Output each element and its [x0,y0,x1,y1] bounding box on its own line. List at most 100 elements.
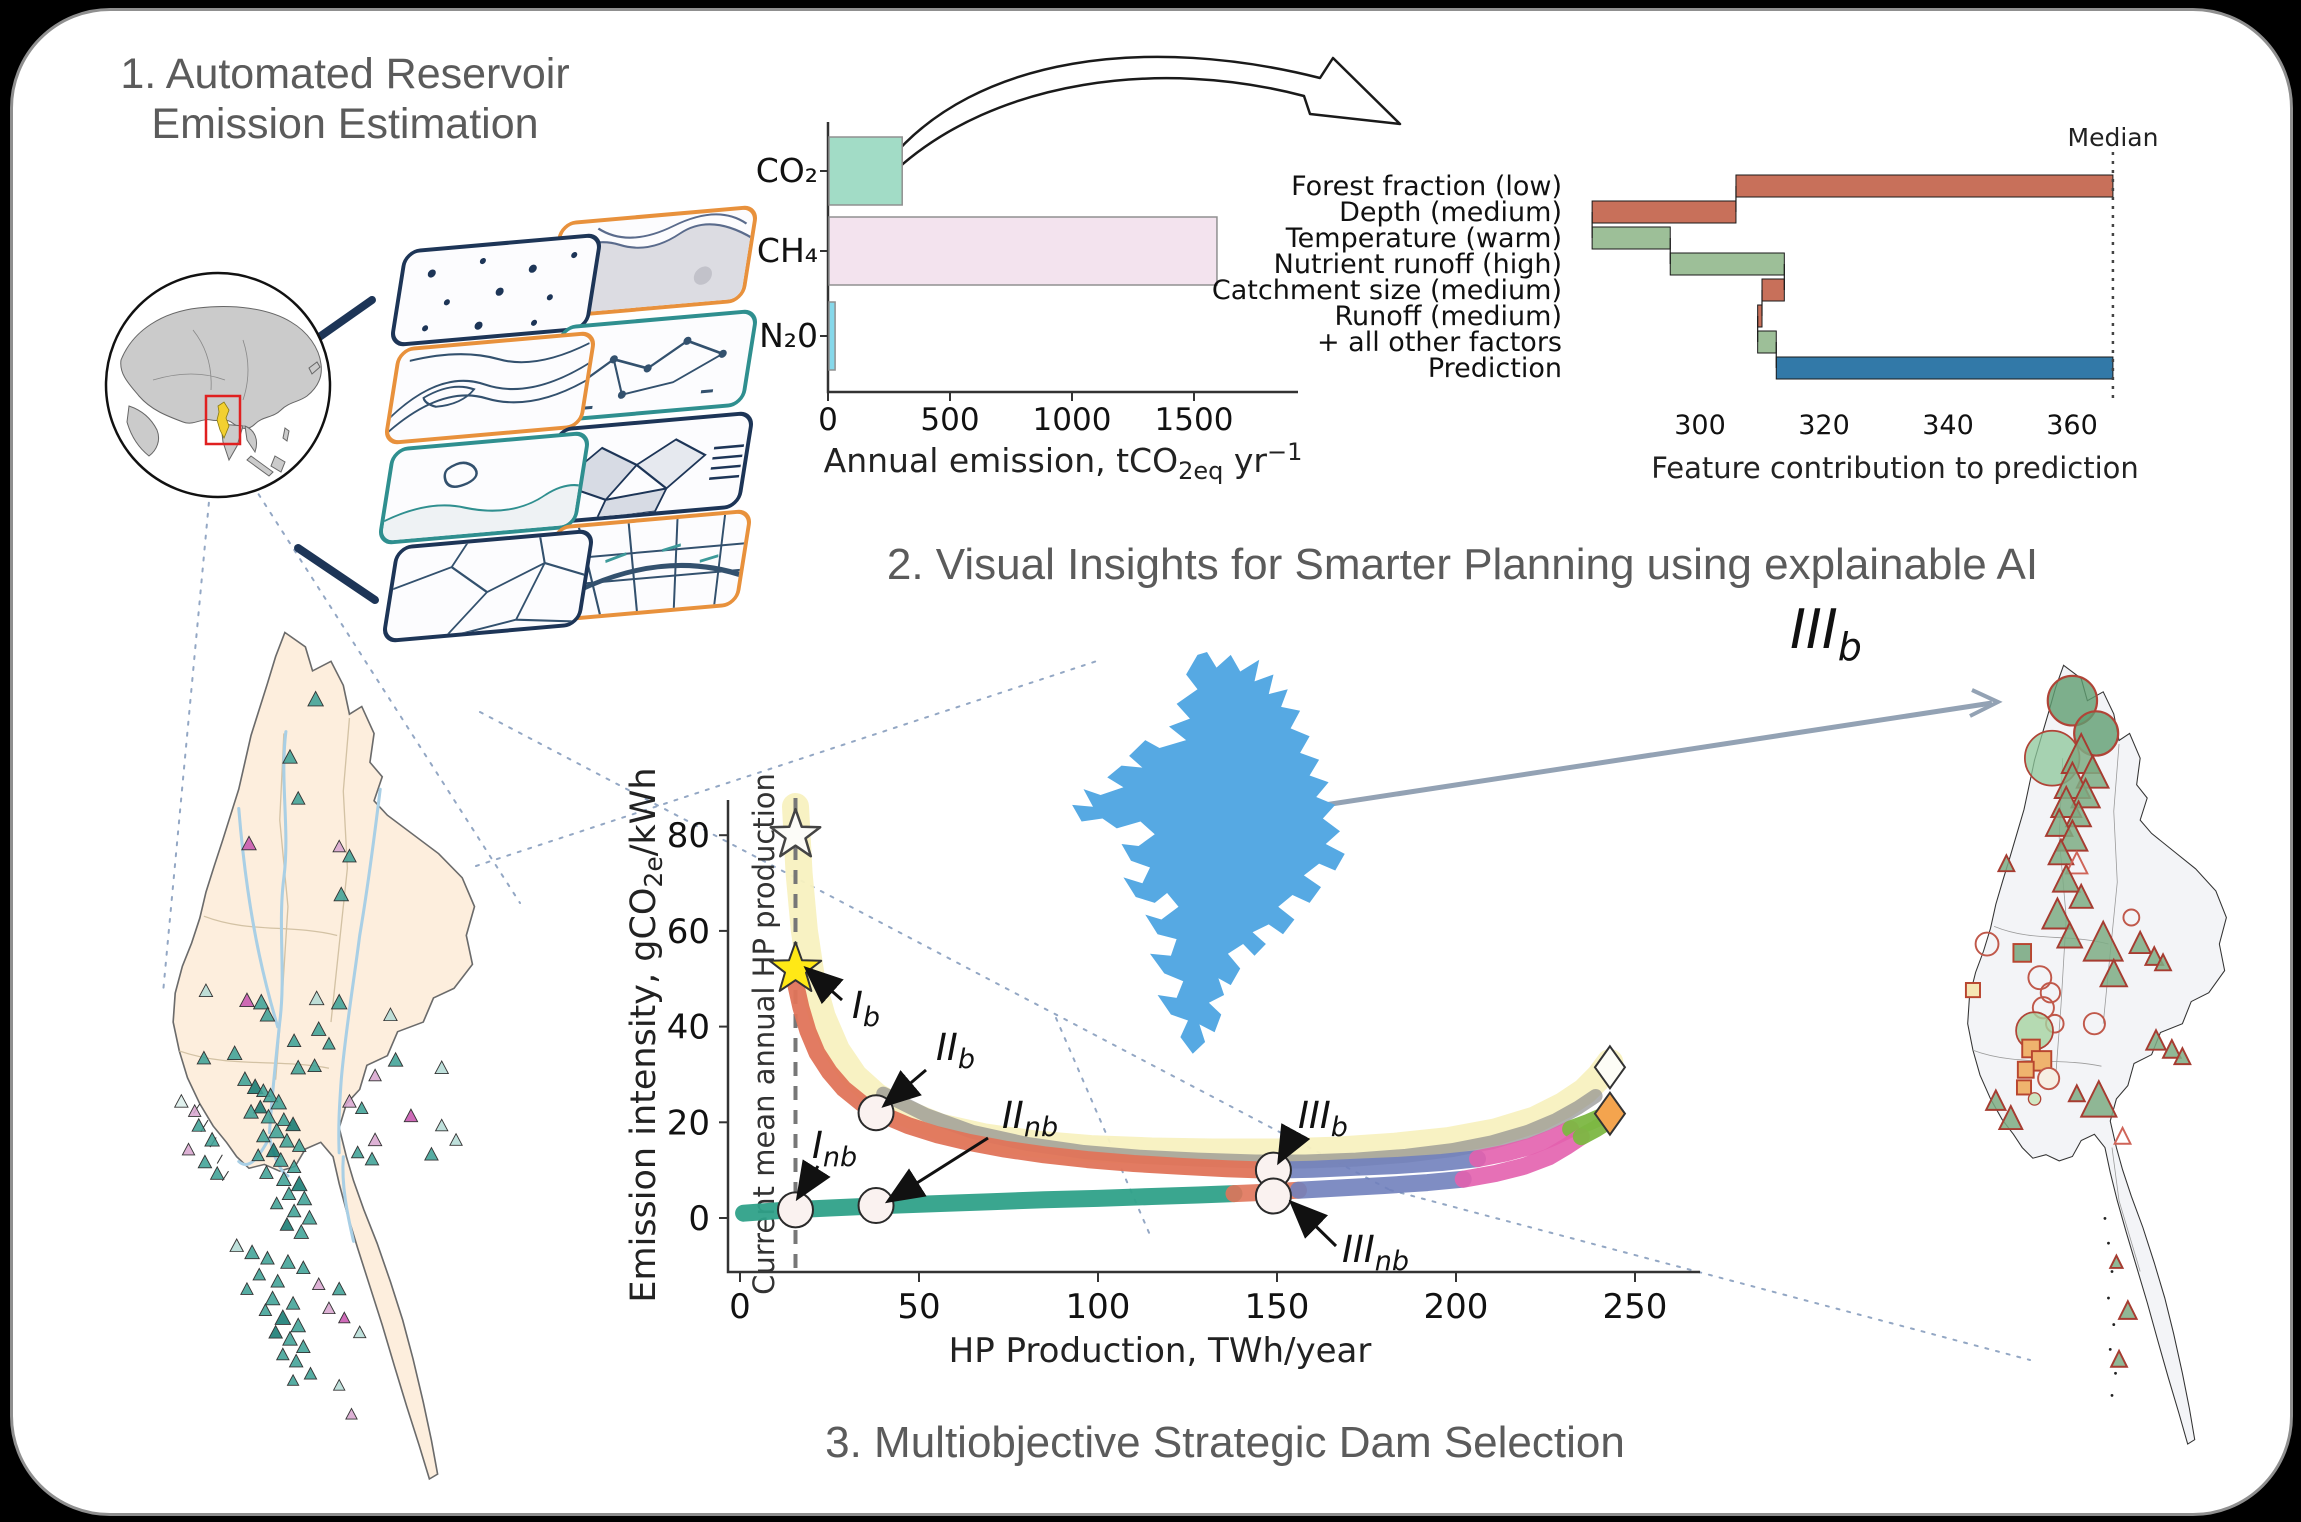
right-map-island [2103,1216,2107,1220]
section-1-title: 1. Automated Reservoir Emission Estimati… [105,50,585,150]
left-map-dam-marker [307,690,325,707]
status-quo-star [769,807,822,858]
right-map-marker-tri [2040,896,2074,930]
stack-connector-line [294,544,379,604]
right-map-marker-tri [2082,919,2125,962]
contribution-row-label: + all other factors [1317,327,1562,358]
left-map-dam-marker [229,1238,245,1252]
left-map-dam-marker [331,1281,347,1296]
left-dam-map [172,631,476,1481]
left-map-dam-marker [246,1078,264,1095]
pareto-xtick-label: 250 [1603,1287,1668,1327]
right-map-marker-circo [2027,965,2053,991]
right-map-island [2107,1241,2110,1245]
left-map-dam-marker [276,1112,292,1126]
left-map-dam-marker [274,1309,292,1325]
annotation-sub: b [1331,1112,1348,1143]
globe-icon [104,271,332,499]
right-map-marker-tri [2144,1028,2168,1051]
contribution-xtick-label: 300 [1674,410,1726,441]
layer-tile-contours [382,330,598,446]
left-map-coast-mark [216,1154,223,1164]
emission-category-label: CO₂ [756,151,818,190]
portfolio-circle-II_nb [857,1187,895,1225]
left-map-dam-marker [259,1006,276,1022]
left-map-dam-marker [243,1103,259,1119]
left-map-dam-marker [279,1216,295,1231]
right-map-marker-tri [2109,1348,2129,1368]
emission-bar-1 [828,216,1218,286]
section-1-title-line2: Emission Estimation [151,99,539,148]
left-map-dam-marker [303,1366,318,1380]
left-map-dam-marker [345,1407,358,1420]
pareto-xtick-label: 100 [1066,1287,1131,1327]
right-map-marker-circo [2122,908,2141,927]
curved-flow-arrow [886,55,1402,172]
annotation-sub: b [863,1002,880,1033]
right-map-island [2108,1347,2112,1351]
contribution-bar-4 [1761,278,1785,302]
contribution-row-label: Nutrient runoff (high) [1274,249,1562,280]
contribution-row-label: Temperature (warm) [1285,223,1562,254]
right-map-marker-tri [2161,1037,2183,1059]
left-map-dam-marker [268,1122,286,1139]
left-map-dam-marker [322,1301,336,1315]
contribution-row-label: Depth (medium) [1339,197,1562,228]
pareto-diamond-orange [1593,1090,1627,1137]
left-map-dam-marker [387,1051,404,1067]
annotation-label-IInb: IInb [1002,1094,1058,1143]
right-map-marker-tri [2055,818,2089,852]
left-map-dam-marker [272,1151,289,1167]
left-map-dam-marker [226,1045,243,1060]
right-map-marker-tri [2117,1298,2139,1320]
reservoir-to-map-arrow [1317,700,1993,809]
globe-myanmar-highlight [216,401,230,439]
left-map-dam-marker [270,1093,288,1110]
left-map-dam-marker [290,790,306,805]
right-map-marker-tri [2128,929,2153,955]
right-map-island [2107,1296,2110,1300]
globe-eurasia [120,306,322,429]
left-map-dam-marker [449,1132,463,1146]
annotation-label-Ib: Ib [852,984,880,1033]
portfolio-circle-III_nb [1254,1177,1292,1215]
annotation-arrow-IIIb [1277,1123,1311,1166]
left-map-dam-marker [270,1273,286,1288]
left-map-dam-marker [260,1108,277,1124]
left-map-dam-marker [204,1131,221,1147]
left-map-dam-marker [209,1165,225,1180]
left-map-dam-marker [296,1190,313,1206]
emission-xtick-label: 1500 [1155,402,1234,438]
pareto-ytick-label: 80 [667,816,710,856]
pareto-curve-built-salmon [787,975,1279,1179]
portfolio-circle-I_nb [776,1191,814,1229]
reservoir-group [1072,651,1345,1054]
left-map-group [172,631,476,1481]
left-map-dam-marker [354,1101,369,1114]
right-map-marker-tri [2143,944,2165,966]
globe-japan [308,361,321,375]
annotation-main: III [1342,1228,1375,1271]
left-map-dam-marker [337,1311,351,1324]
left-map-dam-marker [239,992,255,1008]
left-map-dam-marker [291,1137,307,1152]
left-map-dam-marker [281,1186,297,1200]
left-map-dam-marker [352,1325,367,1339]
right-map-island [2112,1323,2116,1327]
left-map-dam-marker [197,1154,213,1169]
median-label: Median [2068,123,2159,152]
contribution-bar-3 [1669,252,1785,276]
annotation-main: III [1298,1094,1331,1137]
left-map-dam-marker [275,1171,292,1186]
left-map-dam-marker [260,1250,275,1265]
globe-indochina [244,425,258,454]
pareto-curve-nobuilt-blue [1290,1170,1472,1199]
left-map-dam-marker [285,1116,301,1132]
left-map-dam-marker [290,1317,307,1333]
contribution-row-label: Prediction [1428,353,1562,384]
right-map-marker-sqg [2012,943,2033,963]
left-map-dam-marker [350,1145,365,1159]
left-map-dam-marker [342,848,357,863]
right-map-border [2111,1147,2141,1272]
